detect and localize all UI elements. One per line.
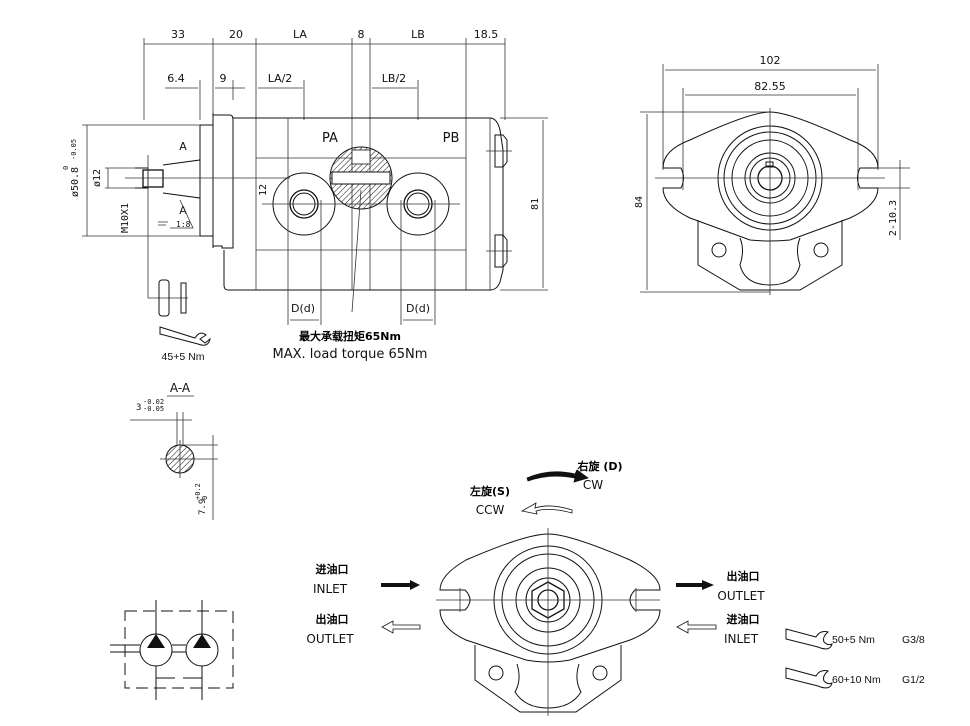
torque-row-1-thread: G3/8 <box>902 634 925 646</box>
key-tol-lower: -0.05 <box>143 405 164 413</box>
outlet-arrow-icon-right <box>676 580 714 590</box>
dim-8: 8 <box>358 28 365 41</box>
top-dimension-labels: 33 20 LA 8 LB 18.5 6.4 9 LA/2 LB/2 <box>167 28 498 85</box>
bottom-front-view <box>436 528 661 716</box>
right-inlet-en: INLET <box>724 632 759 646</box>
inlet-arrow-icon-right <box>676 620 717 634</box>
dim-la: LA <box>293 28 307 41</box>
dim-lb-half: LB/2 <box>382 72 406 85</box>
holes-label: 2-10.3 <box>888 200 899 236</box>
key-diameter-label: ø12 <box>92 169 103 187</box>
torque-row-2-value: 60+10 Nm <box>832 674 881 686</box>
outlet-arrow-icon <box>381 620 421 634</box>
ccw-en-label: CCW <box>476 503 505 517</box>
section-mark-top: A <box>179 140 187 153</box>
shaft-tol-lower: -0.05 <box>70 139 78 160</box>
port-b-label: PB <box>443 131 460 146</box>
taper-label: 1:8 <box>176 220 191 229</box>
dim-lb: LB <box>411 28 425 41</box>
max-torque-en: MAX. load torque 65Nm <box>273 347 428 362</box>
torque-row-1-value: 50+5 Nm <box>832 634 875 646</box>
port-labels: 进油口 INLET 出油口 OUTLET 出油口 OUTLET 进油口 INLE… <box>306 562 765 646</box>
shaft-diameter-label: ø50.8 <box>70 167 81 197</box>
key-h-tol-lower: 0 <box>201 496 209 500</box>
key-tol-upper: -0.02 <box>143 398 164 406</box>
wrench-icon <box>785 628 833 650</box>
cw-en-label: CW <box>583 478 603 492</box>
torque-row-2-thread: G1/2 <box>902 674 925 686</box>
hydraulic-pump-symbol <box>110 600 234 700</box>
ccw-arrow-icon <box>520 502 573 515</box>
left-inlet-cn: 进油口 <box>316 562 349 576</box>
ccw-cn-label: 左旋(S) <box>469 484 510 498</box>
left-outlet-en: OUTLET <box>306 632 354 646</box>
torque-table: 50+5 Nm G3/8 60+10 Nm G1/2 <box>785 628 925 689</box>
left-outlet-cn: 出油口 <box>316 612 349 626</box>
front-view: 102 82.55 84 2-10.3 <box>634 54 910 295</box>
rotation-indicators: 右旋 (D) CW 左旋(S) CCW <box>469 459 623 517</box>
section-aa: A-A 3 -0.02 -0.05 7.9 +0.2 0 <box>130 381 218 520</box>
port-offset-label: 12 <box>258 184 269 196</box>
wrench-icon <box>159 326 211 346</box>
dim-18-5: 18.5 <box>474 28 499 41</box>
inlet-arrow-icon <box>381 580 420 590</box>
left-inlet-en: INLET <box>313 582 348 596</box>
dim-33: 33 <box>171 28 185 41</box>
height-84-label: 84 <box>634 196 645 208</box>
cw-arrow-icon <box>526 469 589 483</box>
key-height-label: 7.9 <box>198 499 208 515</box>
section-mark-bottom: A <box>179 204 187 217</box>
thread-label: M10X1 <box>120 203 131 233</box>
dim-20: 20 <box>229 28 243 41</box>
cw-cn-label: 右旋 (D) <box>576 459 622 473</box>
section-aa-title: A-A <box>170 381 191 395</box>
right-outlet-cn: 出油口 <box>727 569 760 583</box>
height-81-label: 81 <box>530 198 541 210</box>
right-inlet-cn: 进油口 <box>727 612 760 626</box>
dim-9: 9 <box>220 72 227 85</box>
key-h-tol-upper: +0.2 <box>194 483 202 500</box>
max-torque-cn: 最大承载扭矩65Nm <box>299 329 401 343</box>
port-dim-a: D(d) <box>291 302 315 315</box>
key-width-label: 3 <box>136 403 141 413</box>
nut-torque-label: 45+5 Nm <box>162 351 205 363</box>
shaft-tol-upper: 0 <box>62 166 70 170</box>
wrench-icon <box>785 667 833 689</box>
port-dim-b: D(d) <box>406 302 430 315</box>
dim-6-4: 6.4 <box>167 72 185 85</box>
side-view: 33 20 LA 8 LB 18.5 6.4 9 LA/2 LB/2 <box>62 28 548 363</box>
width-102-label: 102 <box>760 54 781 67</box>
port-a-label: PA <box>322 131 338 146</box>
dim-la-half: LA/2 <box>268 72 293 85</box>
width-82-55-label: 82.55 <box>754 80 786 93</box>
right-outlet-en: OUTLET <box>717 589 765 603</box>
